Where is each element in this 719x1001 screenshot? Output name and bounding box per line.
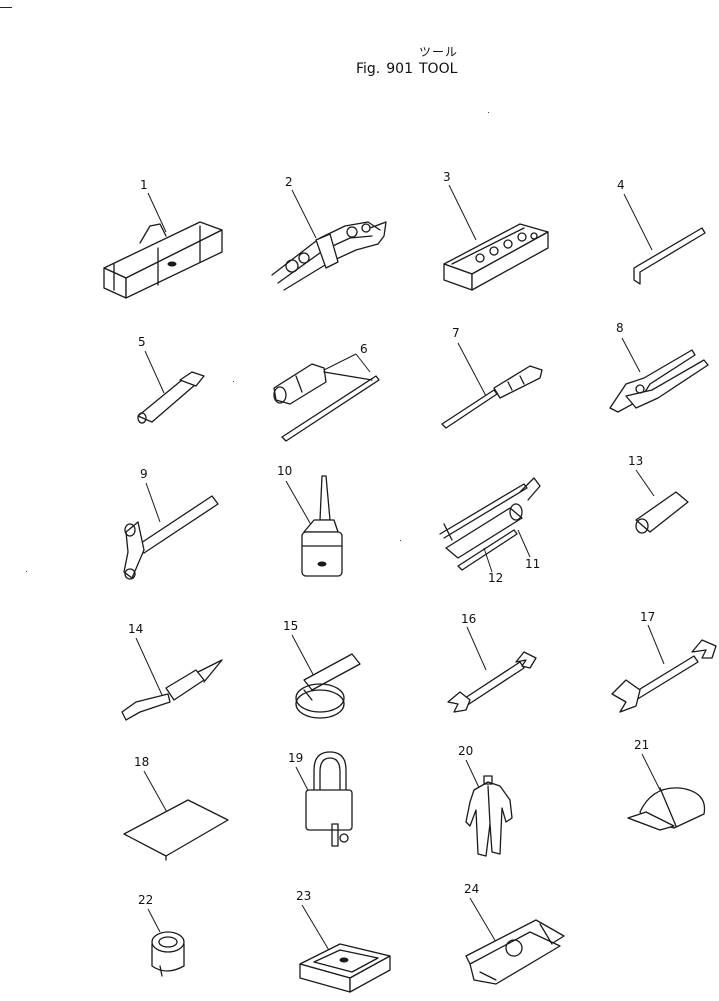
wrench-set-icon [271, 189, 387, 291]
part-label-24: 24 [464, 882, 479, 896]
manual-sheet-icon [123, 770, 229, 861]
part-label-20: 20 [458, 744, 473, 758]
nozzle-pipe-icon [457, 529, 518, 573]
grease-gun-icon [439, 477, 541, 559]
part-label-21: 21 [634, 738, 649, 752]
padlock-icon [295, 751, 353, 847]
fig-label: Fig. [356, 61, 381, 77]
extension-bar-icon [137, 350, 205, 424]
gloves-icon [465, 897, 565, 985]
part-label-19: 19 [288, 751, 303, 765]
large-wrench-icon [611, 624, 717, 713]
cap-icon [627, 753, 706, 831]
scan-speck [400, 540, 401, 541]
part-label-16: 16 [461, 612, 476, 626]
part-label-12: 12 [488, 571, 503, 585]
socket-icon [635, 469, 689, 534]
filter-wrench-icon [291, 634, 361, 719]
scan-speck [26, 571, 27, 572]
part-label-3: 3 [443, 170, 451, 184]
part-label-23: 23 [296, 889, 311, 903]
part-label-18: 18 [134, 755, 149, 769]
cup-socket-icon [147, 908, 185, 977]
part-label-5: 5 [138, 335, 146, 349]
part-label-8: 8 [616, 321, 624, 335]
pliers-icon [609, 337, 709, 413]
scan-speck [488, 112, 489, 113]
part-label-1: 1 [140, 178, 148, 192]
fig-number: 901 [386, 61, 413, 77]
figure-subtitle-jp: ツール [419, 45, 459, 59]
part-label-10: 10 [277, 464, 292, 478]
screwdriver-icon [441, 342, 543, 429]
part-label-9: 9 [140, 467, 148, 481]
tool-bag-icon [103, 192, 223, 299]
figure-title: Fig. 901 TOOL [356, 61, 463, 77]
part-label-22: 22 [138, 893, 153, 907]
hammer-icon [123, 482, 219, 580]
fig-title-text: TOOL [419, 61, 458, 77]
case-box-icon [299, 904, 391, 993]
part-label-2: 2 [285, 175, 293, 189]
part-label-6: 6 [360, 342, 368, 356]
socket-set-box-icon [443, 184, 549, 291]
coveralls-icon [465, 759, 513, 857]
part-label-17: 17 [640, 610, 655, 624]
part-label-13: 13 [628, 454, 643, 468]
part-label-15: 15 [283, 619, 298, 633]
screwdriver-with-bits-icon [273, 353, 380, 442]
oil-can-icon [285, 475, 343, 577]
part-label-4: 4 [617, 178, 625, 192]
part-label-11: 11 [525, 557, 540, 571]
pry-bar-icon [121, 637, 223, 721]
corner-mark [0, 7, 12, 8]
open-end-wrench-icon [447, 626, 537, 713]
scan-speck [233, 381, 234, 382]
part-label-14: 14 [128, 622, 143, 636]
part-label-7: 7 [452, 326, 460, 340]
hex-key-icon [623, 193, 706, 285]
